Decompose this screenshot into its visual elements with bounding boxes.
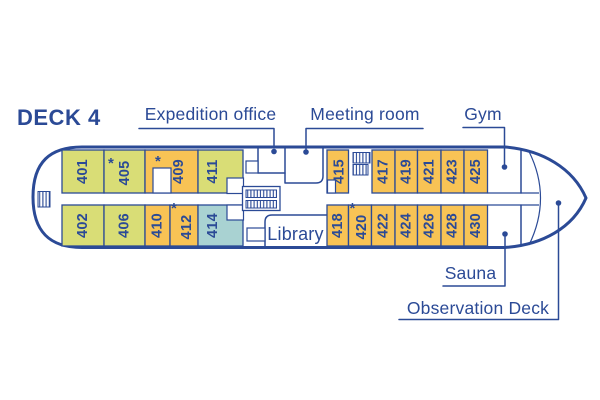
bow-inner-curve: [528, 151, 542, 246]
cabin-410-shape: [144, 204, 171, 247]
cabin-418: 418: [326, 204, 350, 247]
gym-leader-dot: [501, 164, 508, 170]
cabin-415-number: 415: [332, 159, 348, 184]
cabin-409: 409 *: [144, 149, 199, 194]
sauna-leader-line: [442, 236, 506, 287]
observation-deck-leader-line: [398, 205, 560, 321]
cabin-430: 430: [463, 204, 489, 247]
midship-stairs-icon: [241, 185, 281, 212]
cabin-410-number: 410: [150, 213, 166, 238]
cabin-405-shape: [103, 149, 146, 194]
cabin-409-door-notch: [152, 167, 172, 194]
expedition-office-leader-dot: [271, 148, 277, 155]
forward-stairs-icon: [352, 152, 371, 176]
cabin-420-asterisk: *: [350, 200, 356, 217]
expedition-office-leader-line: [138, 127, 275, 149]
meeting-room-leader-dot: [303, 149, 309, 155]
cabin-424: 424: [394, 204, 419, 247]
deck-title: DECK 4: [17, 105, 101, 130]
cabin-420: 420 *: [347, 200, 373, 247]
cabin-430-number: 430: [468, 213, 484, 238]
cabin-412: 412 *: [169, 200, 199, 247]
cabin-415: 415: [326, 149, 350, 194]
cabin-422-number: 422: [375, 213, 391, 238]
library-room: Library: [246, 214, 328, 248]
meeting-room-leader-line: [305, 127, 424, 150]
cabin-423: 423: [440, 149, 465, 194]
cabin-405-number: 405: [117, 160, 133, 185]
cabin-401-number: 401: [75, 159, 91, 184]
cabin-409-asterisk: *: [155, 153, 161, 170]
cabin-424-number: 424: [398, 213, 414, 238]
cabin-406-number: 406: [117, 213, 133, 238]
cabin-411-door-notch: [226, 177, 245, 195]
meeting-room-callout: Meeting room: [303, 104, 424, 155]
cabin-402: 402: [61, 204, 105, 247]
cabin-411-number: 411: [205, 159, 221, 183]
cabin-411: 411: [197, 149, 245, 195]
library-vestibule: [246, 227, 266, 242]
sauna-label: Sauna: [445, 263, 497, 283]
cabin-426: 426: [416, 204, 442, 247]
cabin-425-number: 425: [468, 159, 484, 184]
cabin-423-number: 423: [445, 159, 461, 184]
cabin-417-number: 417: [376, 159, 392, 184]
cabin-414-door-notch: [226, 204, 245, 221]
cabin-412-number: 412: [179, 214, 195, 239]
cabin-419-number: 419: [398, 159, 414, 184]
cabin-414: 414: [197, 204, 245, 247]
cabin-430-shape: [463, 204, 489, 247]
expedition-office-label: Expedition office: [145, 104, 277, 124]
cabin-409-number: 409: [171, 159, 187, 184]
cabin-410: 410: [144, 204, 171, 247]
observation-deck-label: Observation Deck: [407, 298, 549, 318]
cabin-401: 401: [61, 149, 105, 194]
cabin-414-number: 414: [205, 213, 221, 238]
gym-label: Gym: [464, 104, 502, 124]
cabin-406-shape: [103, 204, 146, 247]
cabin-405: 405 *: [103, 149, 146, 194]
cabin-419: 419: [394, 149, 419, 194]
cabin-421-number: 421: [421, 159, 437, 184]
gym-leader-line: [462, 126, 506, 165]
expedition-office-room: [245, 146, 286, 174]
cabin-415-door-notch: [326, 179, 337, 194]
gym-callout: Gym: [462, 104, 508, 170]
sauna-callout: Sauna: [442, 231, 508, 287]
meeting-room-label: Meeting room: [310, 104, 419, 124]
cabin-425-shape: [463, 149, 489, 194]
expedition-office-vestibule: [245, 160, 259, 174]
cabin-406: 406: [103, 204, 146, 247]
cabin-417: 417: [371, 149, 396, 194]
cabin-428: 428: [440, 204, 465, 247]
cabin-405-asterisk: *: [108, 155, 114, 172]
cabin-428-number: 428: [445, 213, 461, 238]
cabin-422: 422: [370, 204, 396, 247]
library-label: Library: [267, 224, 323, 244]
cabin-402-shape: [61, 204, 105, 247]
cabin-412-asterisk: *: [171, 200, 177, 217]
expedition-office-callout: Expedition office: [138, 104, 277, 155]
cabin-425: 425: [463, 149, 489, 194]
cabin-420-number: 420: [354, 214, 370, 239]
cabin-426-number: 426: [421, 213, 437, 238]
observation-deck-callout: Observation Deck: [398, 200, 562, 321]
cabin-418-number: 418: [330, 213, 346, 238]
observation-deck-leader-dot: [555, 200, 562, 206]
meeting-room-room: [284, 146, 324, 184]
sauna-leader-dot: [502, 231, 508, 237]
cabin-421: 421: [416, 149, 442, 194]
stern-stairs-icon: [37, 191, 51, 208]
cabin-402-number: 402: [75, 213, 91, 238]
